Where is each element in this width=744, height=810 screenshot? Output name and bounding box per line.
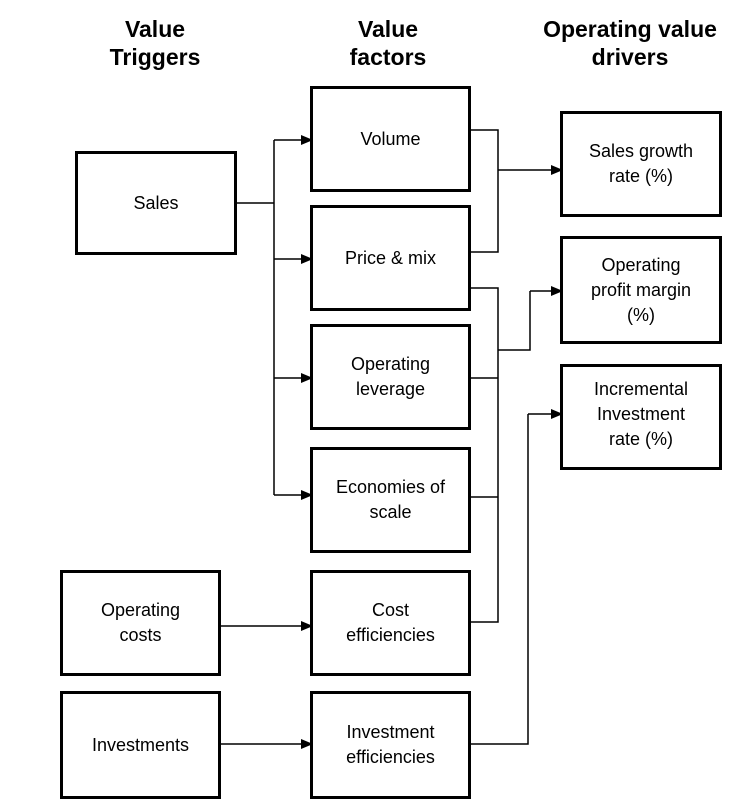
box-label-line: rate (%) <box>608 166 673 186</box>
driver-box-sales-growth-rate: Sales growth rate (%) <box>560 111 722 217</box>
header-line: Operating value <box>543 16 717 42</box>
header-line: factors <box>349 44 427 70</box>
driver-box-operating-profit-margin: Operating profit margin (%) <box>560 236 722 344</box>
driver-box-incremental-investment-rate: Incremental Investment rate (%) <box>560 364 722 470</box>
box-label-line: Operating <box>100 600 181 620</box>
box-label-line: Investments <box>91 734 190 755</box>
cost-to-margin <box>470 350 499 623</box>
box-label-line: costs <box>119 625 162 645</box>
box-label-line: efficiencies <box>346 747 435 767</box>
box-label-line: Operating <box>601 254 681 275</box>
box-label-line: Investment <box>596 404 686 424</box>
box-label-line: Volume <box>360 129 421 149</box>
box-label-line: Incremental <box>593 379 689 399</box>
trigger-box-investments: Investments <box>60 691 221 799</box>
factor-box-price-mix: Price & mix <box>310 205 471 311</box>
factor-box-cost-efficiencies: Cost efficiencies <box>310 570 471 676</box>
box-label-line: (%) <box>626 304 655 325</box>
header-line: Value <box>357 16 419 42</box>
box-label-line: profit margin <box>590 279 692 300</box>
box-label-line: Investment <box>346 722 435 742</box>
box-label-line: Economies of <box>335 477 446 497</box>
price-to-margin <box>470 287 499 350</box>
header-line: Triggers <box>109 44 201 70</box>
header-line: drivers <box>591 44 669 70</box>
box-label-line: rate (%) <box>608 429 673 449</box>
price-to-growth <box>470 170 499 253</box>
factor-box-operating-leverage: Operating leverage <box>310 324 471 430</box>
box-label-line: Price & mix <box>344 248 436 268</box>
box-label-line: Sales <box>133 192 179 213</box>
investeff-to-incremental <box>470 414 529 745</box>
factor-box-investment-efficiencies: Investment efficiencies <box>310 691 471 799</box>
header-operating-value-drivers: Operating value drivers <box>520 15 740 71</box>
factor-box-economies-of-scale: Economies of scale <box>310 447 471 553</box>
header-value-triggers: Value Triggers <box>85 15 225 71</box>
header-value-factors: Value factors <box>318 15 458 71</box>
box-label-line: leverage <box>355 379 426 399</box>
box-label-line: Cost <box>371 600 409 620</box>
factor-box-volume: Volume <box>310 86 471 192</box>
volume-to-growth <box>470 129 499 170</box>
margin-bus <box>498 291 531 351</box>
trigger-box-sales: Sales <box>75 151 237 255</box>
box-label-line: efficiencies <box>346 625 435 645</box>
trigger-box-operating-costs: Operating costs <box>60 570 221 676</box>
box-label-line: Sales growth <box>588 141 694 161</box>
header-line: Value <box>124 16 186 42</box>
box-label-line: Operating <box>350 354 431 374</box>
box-label-line: scale <box>369 502 412 522</box>
